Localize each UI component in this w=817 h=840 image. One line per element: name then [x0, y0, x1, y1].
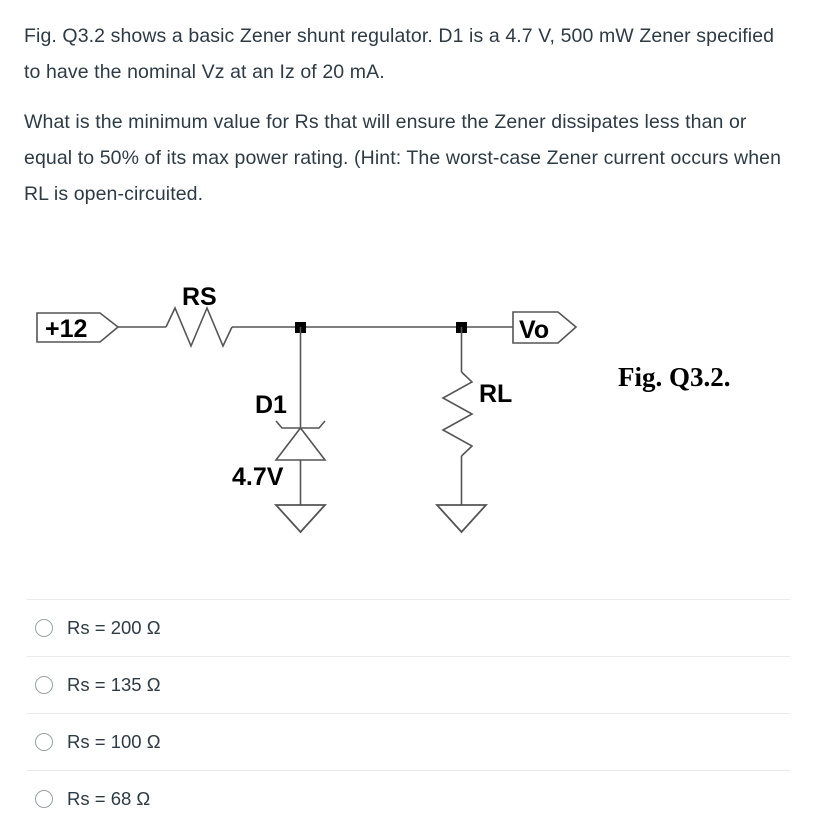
resistor-rs-label: RS [182, 283, 217, 311]
question-paragraph-1: Fig. Q3.2 shows a basic Zener shunt regu… [24, 25, 775, 83]
resistor-rl-label: RL [479, 380, 512, 408]
radio-button-icon-1[interactable] [35, 619, 53, 637]
answer-option-1[interactable]: Rs = 200 Ω [27, 599, 790, 656]
figure-caption: Fig. Q3.2. [618, 362, 731, 392]
output-pennant-shape [512, 311, 578, 344]
radio-button-icon-4[interactable] [35, 790, 53, 808]
output-label: Vo [519, 316, 549, 344]
answer-option-label-1: Rs = 200 Ω [67, 617, 161, 638]
radio-button-icon-2[interactable] [35, 676, 53, 694]
diode-ref-label: D1 [255, 391, 287, 419]
answer-option-2[interactable]: Rs = 135 Ω [27, 656, 790, 713]
answer-option-4[interactable]: Rs = 68 Ω [27, 770, 790, 827]
circuit-schematic-svg: +12 RS Vo D1 4.7V RL [36, 283, 578, 534]
zener-anode-triangle [274, 426, 327, 461]
supply-label: +12 [45, 315, 87, 343]
diode-value-label: 4.7V [232, 463, 284, 491]
answer-option-label-3: Rs = 100 Ω [67, 731, 161, 752]
answer-options-list: Rs = 200 Ω Rs = 135 Ω Rs = 100 Ω Rs = 68… [0, 599, 817, 827]
resistor-rl-zigzag [441, 371, 474, 457]
answer-option-label-2: Rs = 135 Ω [67, 674, 161, 695]
answer-option-label-4: Rs = 68 Ω [67, 788, 151, 809]
radio-button-icon-3[interactable] [35, 733, 53, 751]
supply-pennant-shape [36, 312, 120, 343]
question-text-block: Fig. Q3.2 shows a basic Zener shunt regu… [24, 18, 794, 226]
circuit-figure: +12 RS Vo D1 4.7V RL [0, 255, 817, 555]
answer-option-3[interactable]: Rs = 100 Ω [27, 713, 790, 770]
resistor-rs-zigzag [165, 305, 233, 349]
question-paragraph-2: What is the minimum value for Rs that wi… [24, 111, 782, 205]
ground-symbol-zener [273, 504, 328, 534]
ground-symbol-load [434, 504, 489, 534]
